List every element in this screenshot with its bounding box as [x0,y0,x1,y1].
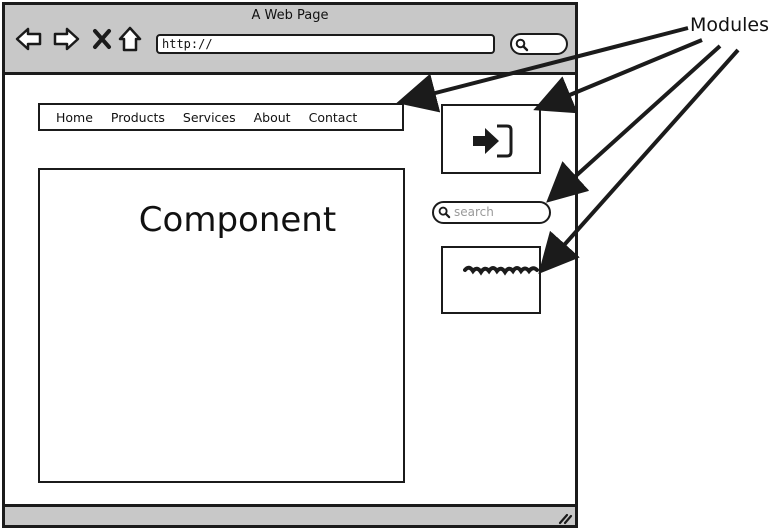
menu-item-services[interactable]: Services [182,109,236,125]
status-bar [5,504,575,525]
menu-item-products[interactable]: Products [110,109,165,125]
arrow-to-menu [396,26,689,113]
browser-search-input[interactable] [510,33,568,55]
arrow-to-search [546,44,722,203]
text-module [441,246,541,314]
component-box: Component [38,168,405,483]
search-icon [515,37,529,56]
browser-window: A Web Page http:// Home Products Service… [2,2,578,528]
scribble-text [463,262,539,282]
search-placeholder: search [454,205,494,219]
menu-item-home[interactable]: Home [56,109,93,125]
back-arrow-icon[interactable] [15,25,43,53]
browser-chrome: A Web Page http:// [5,5,575,75]
login-module[interactable] [441,104,541,174]
url-input[interactable]: http:// [156,34,495,54]
nav-menu: Home Products Services About Contact [38,103,404,131]
forward-arrow-icon[interactable] [52,25,80,53]
home-icon[interactable] [116,25,144,53]
login-arrow-icon [471,123,515,163]
resize-grip-icon[interactable] [557,510,573,529]
search-icon [438,206,451,222]
stop-x-icon[interactable] [89,25,117,53]
component-title: Component [138,200,337,240]
modules-annotation: Modules [690,14,769,36]
search-module-input[interactable]: search [432,201,551,224]
menu-item-contact[interactable]: Contact [308,109,358,125]
arrow-to-login [533,38,703,114]
menu-item-about[interactable]: About [253,109,291,125]
window-title: A Web Page [251,8,329,23]
arrow-to-text [538,48,740,274]
